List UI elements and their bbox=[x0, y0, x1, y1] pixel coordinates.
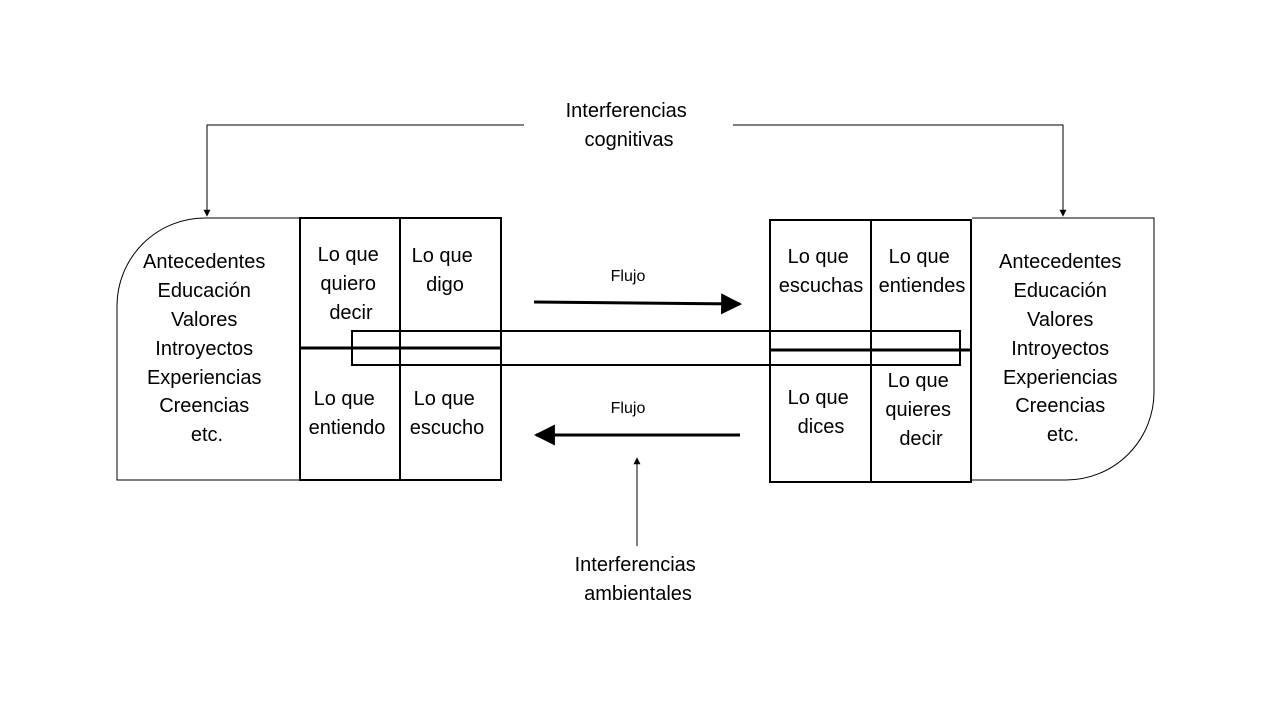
left-background-shape bbox=[116, 217, 300, 481]
cognitive-arrow-right bbox=[733, 124, 1067, 217]
left-grid bbox=[299, 217, 502, 481]
right-background-list: Antecedentes Educación Valores Introyect… bbox=[999, 251, 1127, 446]
cognitive-arrow-left bbox=[203, 124, 524, 217]
left-background-list: Antecedentes Educación Valores Introyect… bbox=[143, 251, 271, 446]
left-cell-quiero-decir: Lo que quiero decir bbox=[318, 244, 385, 324]
right-cell-entiendes: Lo que entiendes bbox=[879, 246, 966, 297]
left-cell-escucho: Lo que escucho bbox=[410, 388, 485, 439]
right-grid bbox=[769, 219, 972, 483]
cognitive-interference-label: Interferencias cognitivas bbox=[566, 100, 693, 151]
flow-top-label: Flujo bbox=[611, 268, 646, 285]
flow-arrow-right bbox=[533, 293, 743, 315]
right-cell-quieres-decir: Lo que quieres decir bbox=[885, 370, 956, 450]
channel-box bbox=[351, 330, 961, 366]
flow-bottom-label: Flujo bbox=[611, 400, 646, 417]
environmental-interference-label: Interferencias ambientales bbox=[575, 554, 702, 605]
left-cell-entiendo: Lo que entiendo bbox=[309, 388, 386, 439]
left-cell-digo: Lo que digo bbox=[412, 245, 479, 296]
right-background-shape bbox=[972, 217, 1155, 481]
right-cell-dices: Lo que dices bbox=[788, 387, 855, 438]
right-cell-escuchas: Lo que escuchas bbox=[779, 246, 864, 297]
